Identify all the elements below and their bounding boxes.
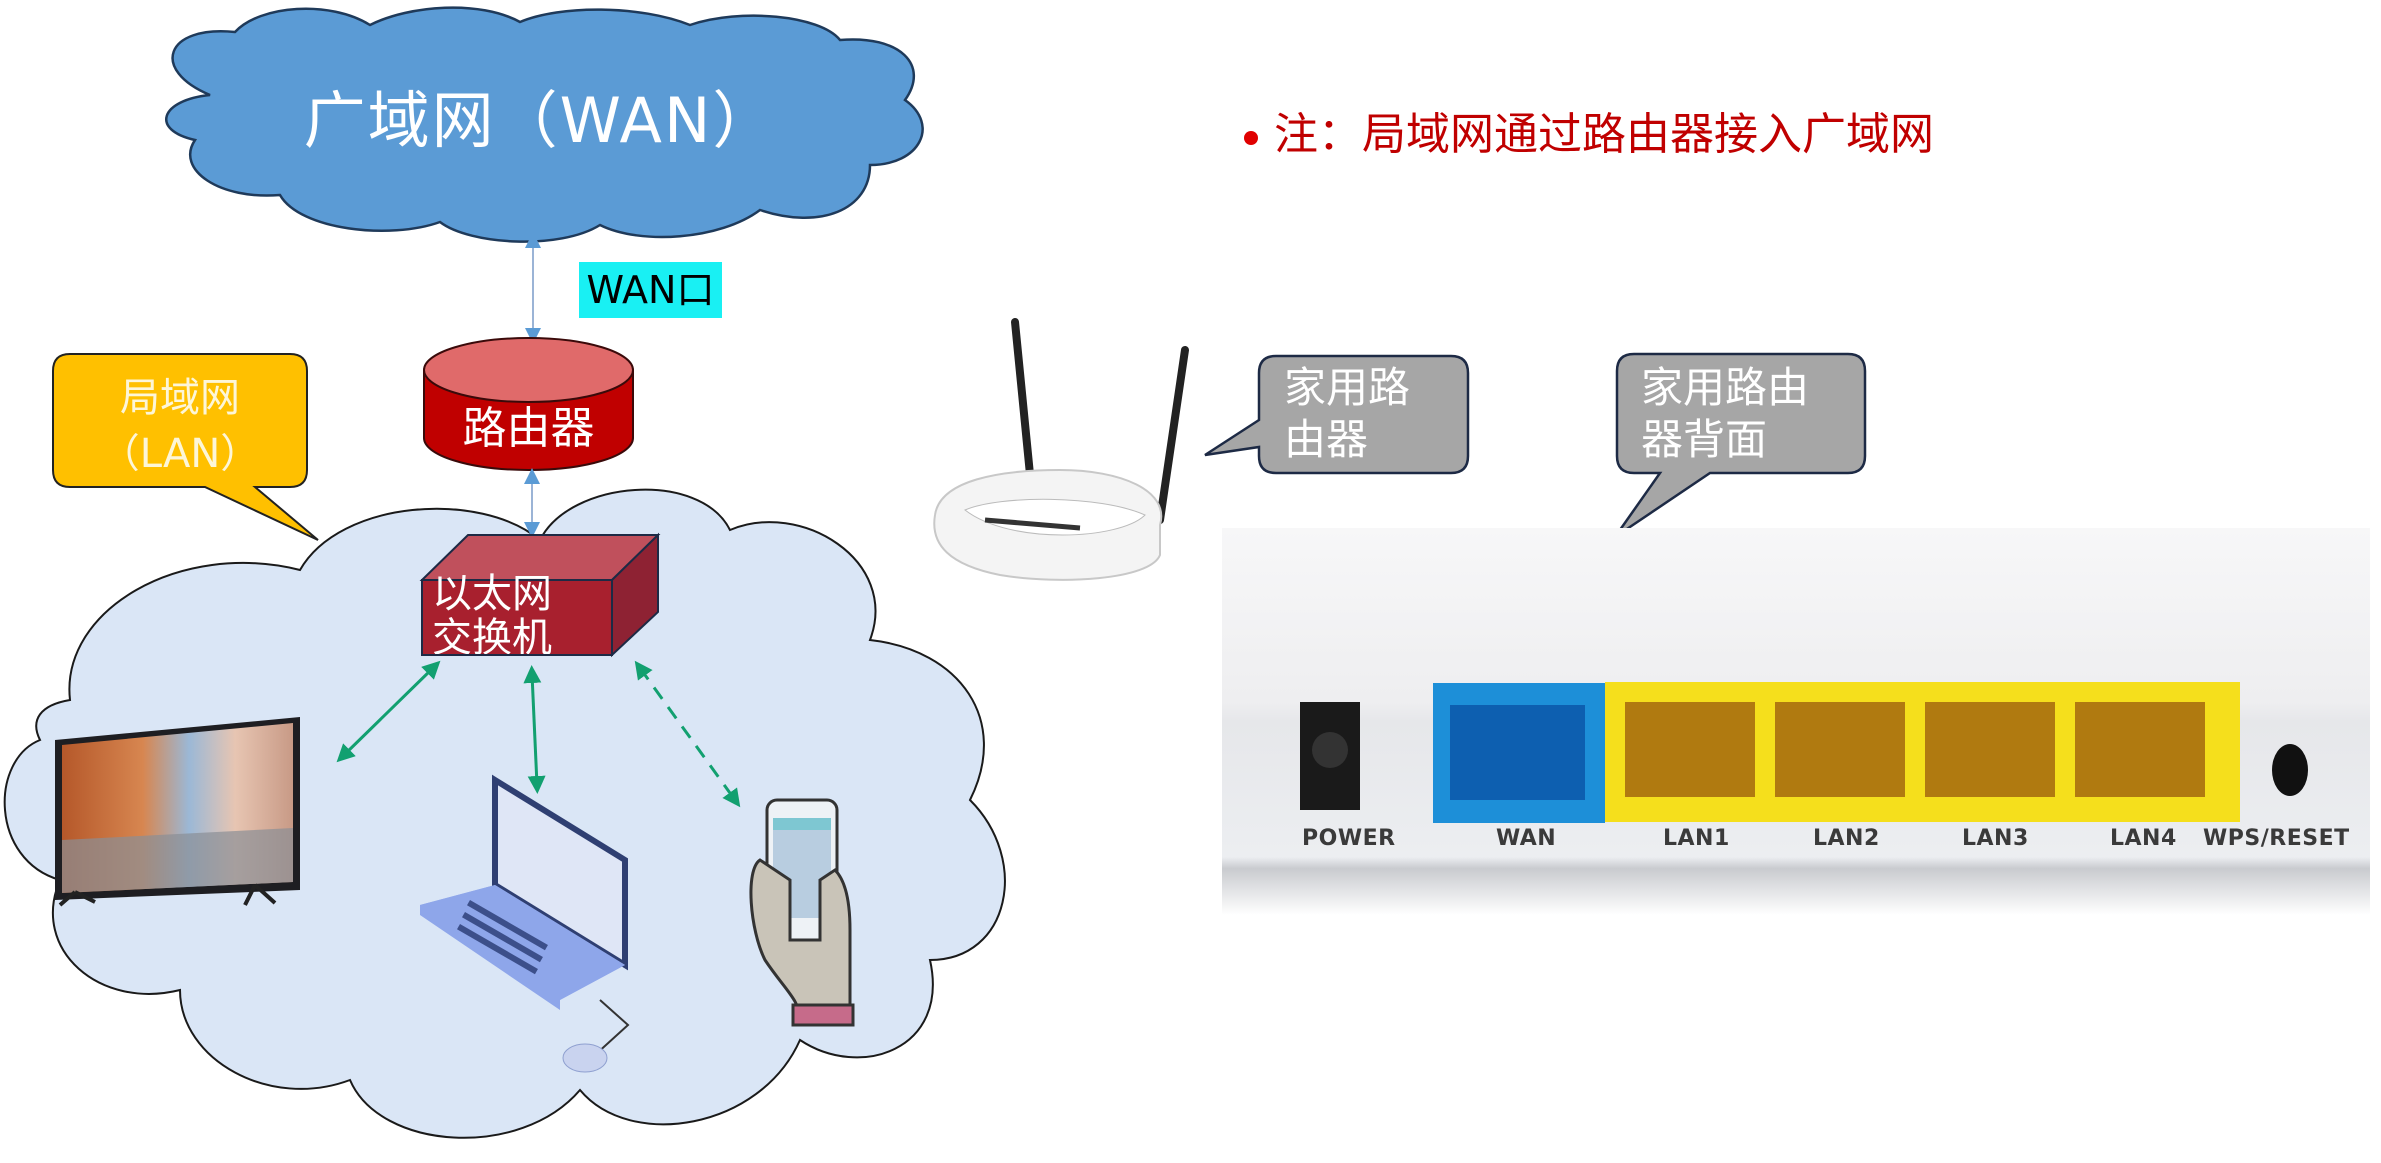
port-label-wan: WAN xyxy=(1496,826,1557,851)
bullet-dot-icon xyxy=(1244,130,1258,145)
note-text: 注：局域网通过路由器接入广域网 xyxy=(1274,109,1934,160)
port-label-lan1: LAN1 xyxy=(1663,826,1730,851)
lan-callout-line2: （LAN） xyxy=(99,431,261,477)
home-router-photo xyxy=(933,318,1189,581)
router-back-callout-line1: 家用路由 xyxy=(1641,363,1810,412)
router-back-callout-label: 家用路由 器背面 xyxy=(1641,362,1809,466)
router-back-callout-line2: 器背面 xyxy=(1641,415,1768,464)
router-back-photo xyxy=(1222,528,2370,915)
laptop-icon xyxy=(420,774,630,1073)
router-cylinder xyxy=(423,337,634,471)
home-router-callout-label: 家用路 由器 xyxy=(1284,362,1410,466)
port-label-lan4: LAN4 xyxy=(2110,826,2177,851)
switch-label-line1: 以太网 xyxy=(432,572,552,617)
port-label-wps-reset: WPS/RESET xyxy=(2203,826,2350,851)
laptop-link-arrow xyxy=(523,665,546,794)
note-bullet-item: 注：局域网通过路由器接入广域网 xyxy=(1244,98,1934,162)
phone-in-hand-icon xyxy=(749,798,855,1027)
smart-tv-icon xyxy=(55,717,300,907)
lan-callout-line1: 局域网 xyxy=(120,375,240,421)
lan-callout-label: 局域网 （LAN） xyxy=(53,370,307,482)
home-router-callout-line1: 家用路 xyxy=(1284,363,1411,412)
switch-label: 以太网 交换机 xyxy=(432,572,602,654)
port-label-lan2: LAN2 xyxy=(1813,826,1880,851)
home-router-callout xyxy=(1204,354,1470,475)
port-label-lan3: LAN3 xyxy=(1962,826,2029,851)
wan-port-label: WAN口 xyxy=(579,262,722,318)
phone-link-arrow xyxy=(634,660,741,808)
port-label-power: POWER xyxy=(1302,826,1396,851)
wan-cloud-label: 广域网（WAN） xyxy=(303,84,777,157)
switch-label-line2: 交换机 xyxy=(432,615,552,654)
tv-link-arrow xyxy=(336,660,441,763)
router-back-callout xyxy=(1613,352,1867,539)
wan-cloud xyxy=(165,6,924,243)
switch-box xyxy=(419,532,661,658)
router-label: 路由器 xyxy=(462,403,595,454)
home-router-callout-line2: 由器 xyxy=(1284,415,1369,464)
lan-callout xyxy=(52,353,319,541)
